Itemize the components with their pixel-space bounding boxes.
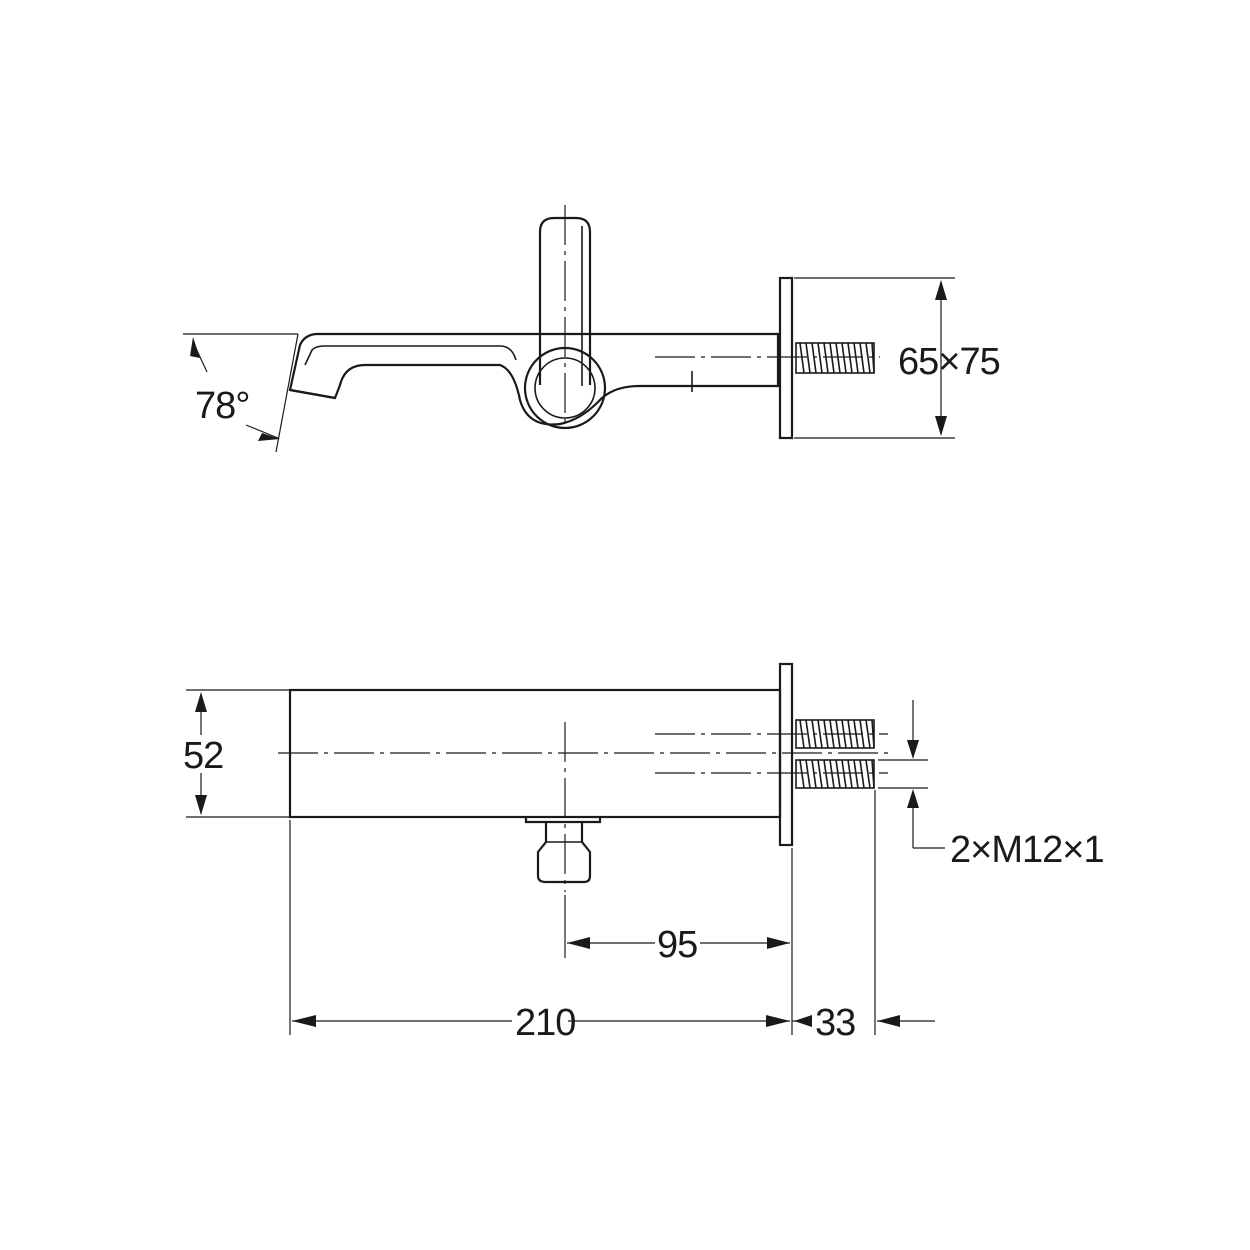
thread-line bbox=[835, 759, 841, 789]
spout-body-outline bbox=[288, 332, 780, 426]
thread-line bbox=[823, 759, 829, 789]
thread-line bbox=[871, 342, 875, 374]
thread-line bbox=[853, 759, 859, 789]
thread-line bbox=[817, 759, 823, 789]
thread-line bbox=[823, 342, 829, 374]
thread-length-dimension: 33 bbox=[792, 1002, 935, 1044]
thread-line bbox=[841, 759, 847, 789]
thread-line bbox=[805, 342, 811, 374]
handle-offset-label: 95 bbox=[657, 924, 697, 966]
thread-line bbox=[805, 719, 811, 749]
thread-line bbox=[865, 342, 871, 374]
thread-line bbox=[853, 342, 859, 374]
handle-base-inner bbox=[534, 357, 596, 419]
thread-spec-dimension: 2×M12×1 bbox=[878, 700, 1105, 871]
thread-line bbox=[811, 342, 817, 374]
angle-dimension: 78° bbox=[183, 333, 299, 453]
wall-flange bbox=[778, 276, 794, 440]
flange-size-label: 65×75 bbox=[898, 341, 1000, 383]
front-view: 52 2×M12×1 95 bbox=[180, 662, 1105, 1044]
thread-line bbox=[817, 719, 823, 749]
thread-line bbox=[799, 342, 805, 374]
handle-base-outer bbox=[523, 346, 607, 430]
thread-line bbox=[865, 759, 871, 789]
spout-length-dimension: 210 bbox=[292, 1002, 790, 1044]
thread-spec-label: 2×M12×1 bbox=[950, 829, 1104, 871]
height-dimension: 52 bbox=[180, 689, 290, 818]
height-label: 52 bbox=[183, 735, 223, 777]
thread-line bbox=[841, 342, 847, 374]
top-view: 78° 65×75 bbox=[183, 205, 1001, 453]
thread-line bbox=[865, 719, 871, 749]
thread-line bbox=[835, 342, 841, 374]
front-wall-flange bbox=[778, 662, 794, 847]
thread-line bbox=[847, 342, 853, 374]
handle-offset-dimension: 95 bbox=[567, 924, 790, 966]
thread-length-label: 33 bbox=[815, 1002, 855, 1044]
thread-line bbox=[805, 759, 811, 789]
thread-line bbox=[799, 759, 805, 789]
thread-line bbox=[829, 759, 835, 789]
thread-lower bbox=[795, 759, 875, 789]
thread-top bbox=[795, 342, 875, 374]
angle-label: 78° bbox=[195, 385, 249, 427]
spout-length-label: 210 bbox=[515, 1002, 575, 1044]
thread-line bbox=[859, 759, 865, 789]
thread-line bbox=[811, 759, 817, 789]
thread-line bbox=[847, 759, 853, 789]
thread-line bbox=[817, 342, 823, 374]
thread-line bbox=[871, 759, 875, 789]
thread-line bbox=[859, 342, 865, 374]
thread-line bbox=[829, 342, 835, 374]
handle-stub bbox=[524, 817, 602, 884]
spout-inner-line bbox=[304, 345, 517, 366]
flange-size-dimension: 65×75 bbox=[794, 277, 1001, 439]
spout-tip bbox=[289, 388, 336, 400]
